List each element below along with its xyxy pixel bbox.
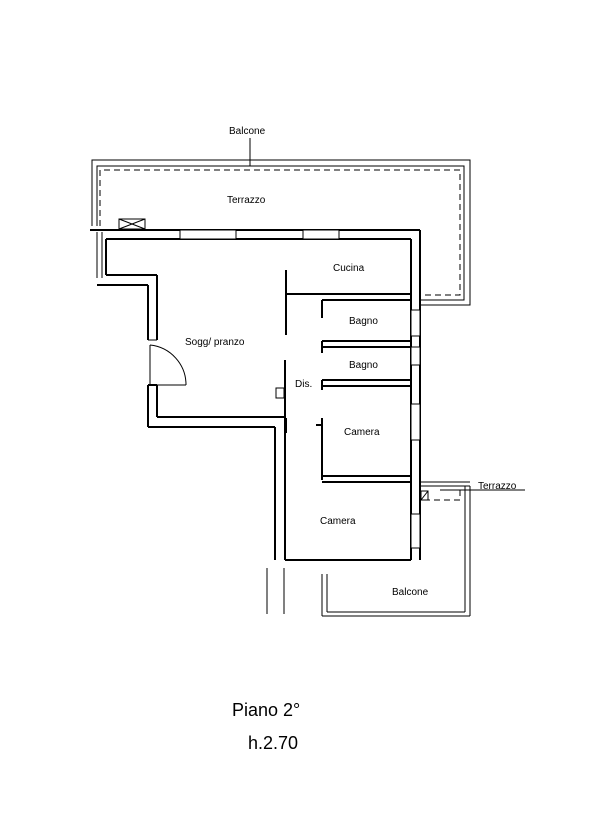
label-cucina: Cucina <box>333 263 365 274</box>
label-disimpegno: Dis. <box>295 379 312 390</box>
label-terrazzo-side: Terrazzo <box>478 481 517 492</box>
vent-icon <box>118 218 146 230</box>
label-bagno-1: Bagno <box>349 316 378 327</box>
floor-title: Piano 2° <box>232 700 301 720</box>
label-bagno-2: Bagno <box>349 360 378 371</box>
windows <box>179 229 421 549</box>
bottom-balcony <box>321 486 471 617</box>
label-balcone-bottom: Balcone <box>392 587 429 598</box>
label-camera-2: Camera <box>320 516 356 527</box>
label-terrazzo-top: Terrazzo <box>227 195 266 206</box>
label-soggiorno: Sogg/ pranzo <box>185 337 245 348</box>
entry-door <box>148 339 187 386</box>
interior-walls <box>275 270 411 483</box>
label-camera-1: Camera <box>344 427 380 438</box>
label-balcone-top: Balcone <box>229 126 266 137</box>
ceiling-height: h.2.70 <box>248 733 299 753</box>
side-terrace <box>420 481 525 501</box>
outer-walls <box>90 229 421 614</box>
upper-terrace <box>91 138 471 306</box>
